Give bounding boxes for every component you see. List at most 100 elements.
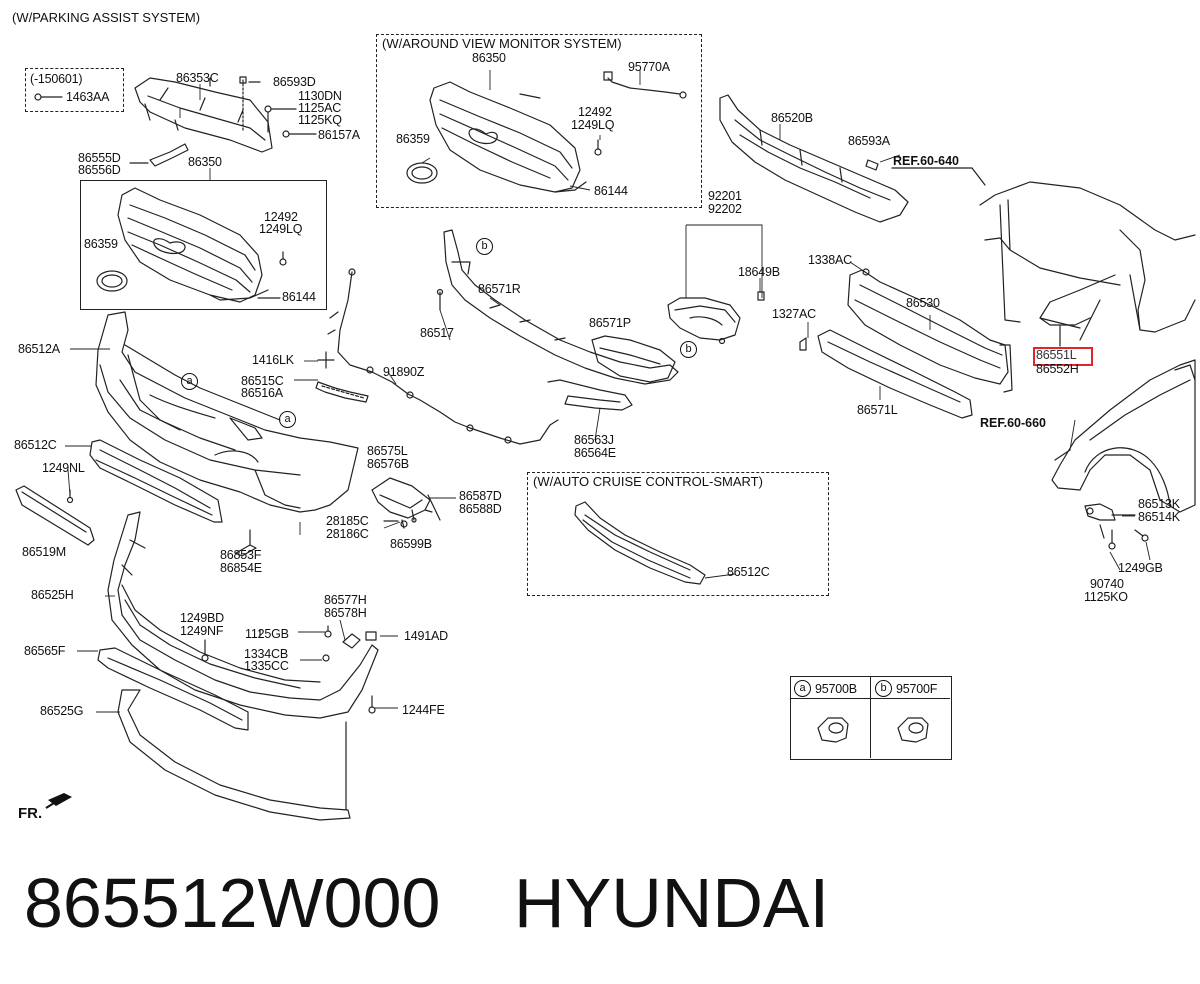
part-label: 86359: [84, 237, 118, 251]
part-label: 86853F: [220, 548, 262, 562]
part-label: 1463AA: [66, 90, 110, 104]
legend-box: [790, 676, 952, 760]
part-label: 1416LK: [252, 353, 294, 367]
part-label: 86512C: [14, 438, 57, 452]
part-label: 1249NL: [42, 461, 85, 475]
back-beam-drawing: [847, 269, 1013, 393]
ref-60-640: REF.60-640: [893, 154, 960, 168]
absorber-drawing: [719, 94, 909, 223]
part-label: 86525H: [31, 588, 74, 602]
part-label: 28186C: [326, 527, 369, 541]
part-label: 86350: [188, 155, 222, 169]
part-label: 86593D: [273, 75, 316, 89]
legend-b-part: 95700F: [896, 682, 938, 696]
legend-b-circle: b: [875, 680, 892, 697]
lower-grille-drawing: [89, 439, 223, 523]
part-label: 1338AC: [808, 253, 852, 267]
part-label: 86516A: [241, 386, 283, 400]
highlighted-part-label: 86551L: [1036, 348, 1077, 362]
part-label: 86552H: [1036, 362, 1079, 376]
part-label: 86555D: [78, 151, 121, 165]
part-label: 86587D: [459, 489, 502, 503]
auto-cruise-box: [527, 472, 829, 596]
lower-spoiler-drawing: [107, 511, 379, 719]
part-label: 91890Z: [383, 365, 425, 379]
callout-a-2: a: [279, 411, 296, 428]
part-label: 86578H: [324, 606, 367, 620]
callout-b-1: b: [476, 238, 493, 255]
fender-drawing: [1051, 359, 1196, 513]
part-label: 1335CC: [244, 659, 289, 673]
around-view-box: [376, 34, 702, 208]
part-label: 86564E: [574, 446, 616, 460]
part-label: 86565F: [24, 644, 66, 658]
grille-set-box: [80, 180, 327, 310]
auto-cruise-title: (W/AUTO CRUISE CONTROL-SMART): [533, 474, 763, 489]
part-label: 12492: [264, 210, 298, 224]
part-label: 1249BD: [180, 611, 224, 625]
part-label: 86575L: [367, 444, 408, 458]
part-label: 1327AC: [772, 307, 816, 321]
part-label: 90740: [1090, 577, 1124, 591]
part-label: 1244FE: [402, 703, 445, 717]
part-label: 1125GB: [245, 627, 289, 641]
part-label: 86599B: [390, 537, 432, 551]
part-label: 1334CB: [244, 647, 288, 661]
legend-a-part: 95700B: [815, 682, 857, 696]
part-label: 12492: [578, 105, 612, 119]
legend-a-circle: a: [794, 680, 811, 697]
ref-60-660: REF.60-660: [980, 416, 1047, 430]
brand-title: HYUNDAI: [514, 864, 830, 942]
part-label: 86350: [472, 51, 506, 65]
part-label: 86593A: [848, 134, 890, 148]
part-label: 86577H: [324, 593, 367, 607]
part-label: 86144: [594, 184, 628, 198]
system-note: (W/PARKING ASSIST SYSTEM): [12, 10, 201, 25]
part-label: 86514K: [1138, 510, 1180, 524]
part-label: 86520B: [771, 111, 813, 125]
side-bracket-drawing: [443, 229, 679, 385]
part-label: 86854E: [220, 561, 262, 575]
part-label: 1249LQ: [259, 222, 303, 236]
part-label: 86530: [906, 296, 940, 310]
part-label: 86576B: [367, 457, 409, 471]
part-label: 1130DN: [298, 89, 342, 103]
around-view-title: (W/AROUND VIEW MONITOR SYSTEM): [382, 36, 622, 51]
callout-b-2: b: [680, 341, 697, 358]
part-label: 86157A: [318, 128, 360, 142]
date-note-box: [25, 68, 124, 112]
sensor-a-icon: [818, 716, 848, 742]
part-label: 1125KO: [1084, 590, 1128, 604]
part-label: 86512C: [727, 565, 770, 579]
part-label: 86571L: [857, 403, 898, 417]
part-label: 18649B: [738, 265, 780, 279]
part-label: 86525G: [40, 704, 84, 718]
part-label: 86515C: [241, 374, 284, 388]
part-label: 1249NF: [180, 624, 224, 638]
part-label: 86512A: [18, 342, 60, 356]
part-label: 86517: [420, 326, 454, 340]
part-label: 86571R: [478, 282, 521, 296]
part-label: 1125AC: [298, 101, 342, 115]
part-label: 86519M: [22, 545, 66, 559]
part-label: 86144: [282, 290, 316, 304]
highlight-box: [1033, 347, 1093, 366]
part-label: 86571P: [589, 316, 631, 330]
date-note: (-150601): [30, 72, 83, 86]
part-label: 1491AD: [404, 629, 448, 643]
part-label: 1249GB: [1118, 561, 1163, 575]
part-label: 95770A: [628, 60, 670, 74]
part-label: 86359: [396, 132, 430, 146]
front-direction-label: FR.: [18, 805, 43, 822]
upper-cover-drawing: [134, 77, 273, 153]
legend-divider-v: [870, 676, 871, 758]
part-label: 86353C: [176, 71, 219, 85]
part-number-title: 865512W000: [24, 864, 441, 942]
front-bumper-drawing: [95, 311, 359, 513]
part-label: 92201: [708, 189, 742, 203]
part-label: 86513K: [1138, 497, 1180, 511]
grille-left-drawing: [117, 187, 269, 303]
callout-a-1: a: [181, 373, 198, 390]
